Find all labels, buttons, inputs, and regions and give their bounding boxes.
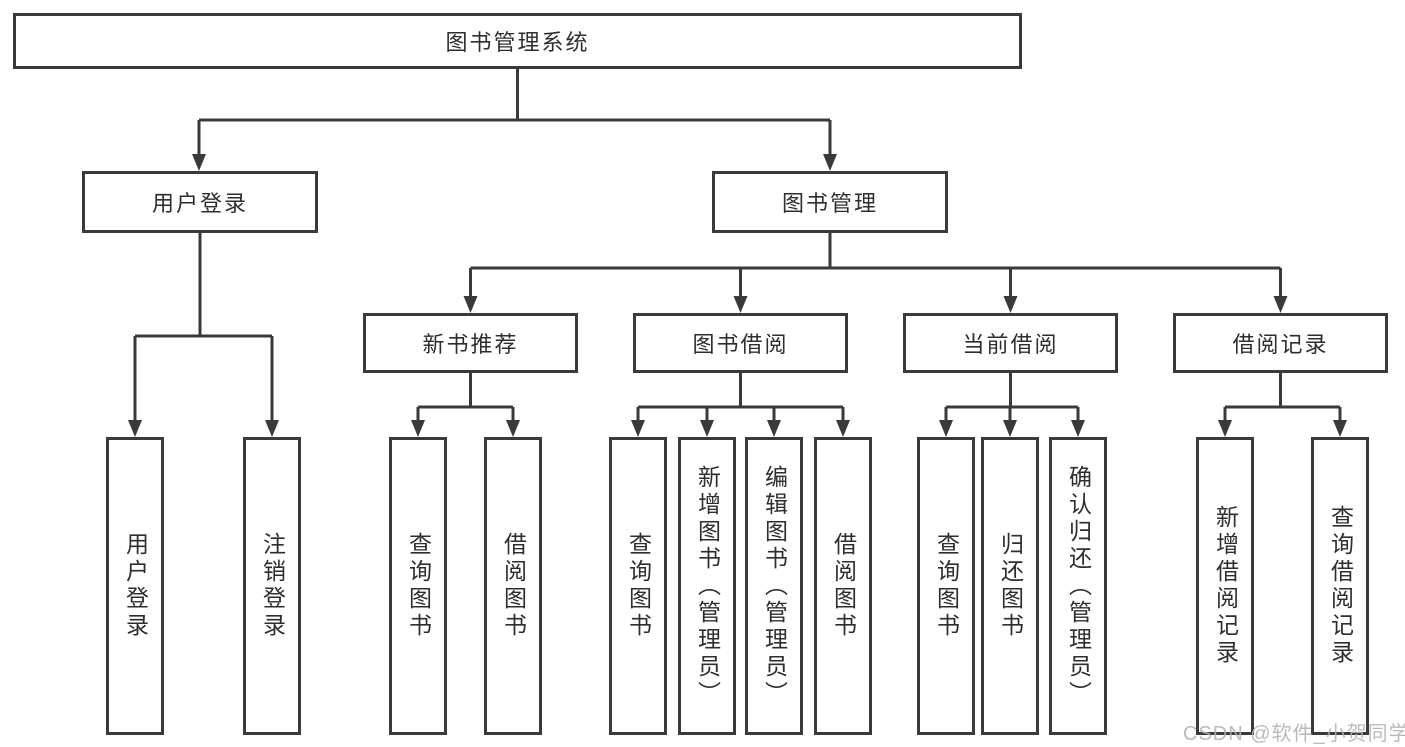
leaf-query-books-borrowing: 查询图书: [609, 437, 667, 735]
leaf-logout: 注销登录: [243, 437, 301, 735]
leaf-query-borrow-record: 查询借阅记录: [1311, 437, 1369, 735]
connector-user-login-children: [128, 233, 279, 437]
connector-book-management-children: [463, 233, 1288, 313]
leaf-confirm-return-admin: 确认归还（管理员）: [1049, 437, 1107, 735]
connector-borrowing-records-children: [1218, 373, 1347, 437]
leaf-borrow-books-borrowing: 借阅图书: [814, 437, 872, 735]
leaf-query-borrow-record-label: 查询借阅记录: [1327, 505, 1354, 667]
leaf-user-login-label: 用户登录: [122, 532, 149, 640]
node-user-login-label: 用户登录: [151, 191, 248, 216]
leaf-borrow-books-recommend-label: 借阅图书: [500, 532, 527, 640]
leaf-edit-book-admin: 编辑图书（管理员）: [745, 437, 803, 735]
leaf-borrow-books-borrowing-label: 借阅图书: [830, 532, 857, 640]
leaf-query-books-recommend-label: 查询图书: [405, 532, 432, 640]
leaf-return-books: 归还图书: [981, 437, 1039, 735]
leaf-user-login: 用户登录: [106, 437, 164, 735]
node-current-borrowing-label: 当前借阅: [962, 332, 1059, 357]
node-book-management: 图书管理: [712, 171, 948, 233]
leaf-edit-book-admin-label: 编辑图书（管理员）: [761, 464, 788, 708]
leaf-query-books-current: 查询图书: [917, 437, 975, 735]
node-current-borrowing: 当前借阅: [903, 313, 1118, 373]
leaf-add-borrow-record: 新增借阅记录: [1196, 437, 1254, 735]
connector-new-book-recommend-children: [411, 373, 520, 437]
leaf-borrow-books-recommend: 借阅图书: [484, 437, 542, 735]
leaf-add-book-admin-label: 新增图书（管理员）: [694, 464, 721, 708]
leaf-query-books-current-label: 查询图书: [933, 532, 960, 640]
node-book-borrowing-label: 图书借阅: [692, 332, 789, 357]
connector-book-borrowing-children: [631, 373, 850, 437]
node-new-book-recommend-label: 新书推荐: [422, 332, 519, 357]
leaf-return-books-label: 归还图书: [997, 532, 1024, 640]
leaf-add-borrow-record-label: 新增借阅记录: [1212, 505, 1239, 667]
leaf-add-book-admin: 新增图书（管理员）: [678, 437, 736, 735]
node-root: 图书管理系统: [13, 13, 1022, 69]
leaf-query-books-recommend: 查询图书: [389, 437, 447, 735]
leaf-confirm-return-admin-label: 确认归还（管理员）: [1065, 464, 1092, 708]
connector-current-borrowing-children: [939, 373, 1085, 437]
node-borrowing-records: 借阅记录: [1173, 313, 1388, 373]
node-user-login: 用户登录: [82, 171, 318, 233]
node-book-borrowing: 图书借阅: [633, 313, 848, 373]
leaf-logout-label: 注销登录: [259, 532, 286, 640]
connector-root-to-level2: [192, 69, 837, 171]
node-borrowing-records-label: 借阅记录: [1232, 332, 1329, 357]
leaf-query-books-borrowing-label: 查询图书: [625, 532, 652, 640]
node-new-book-recommend: 新书推荐: [363, 313, 578, 373]
node-book-management-label: 图书管理: [781, 191, 878, 216]
node-root-label: 图书管理系统: [445, 30, 590, 55]
watermark: CSDN @软件_小贺同学: [1183, 723, 1405, 745]
